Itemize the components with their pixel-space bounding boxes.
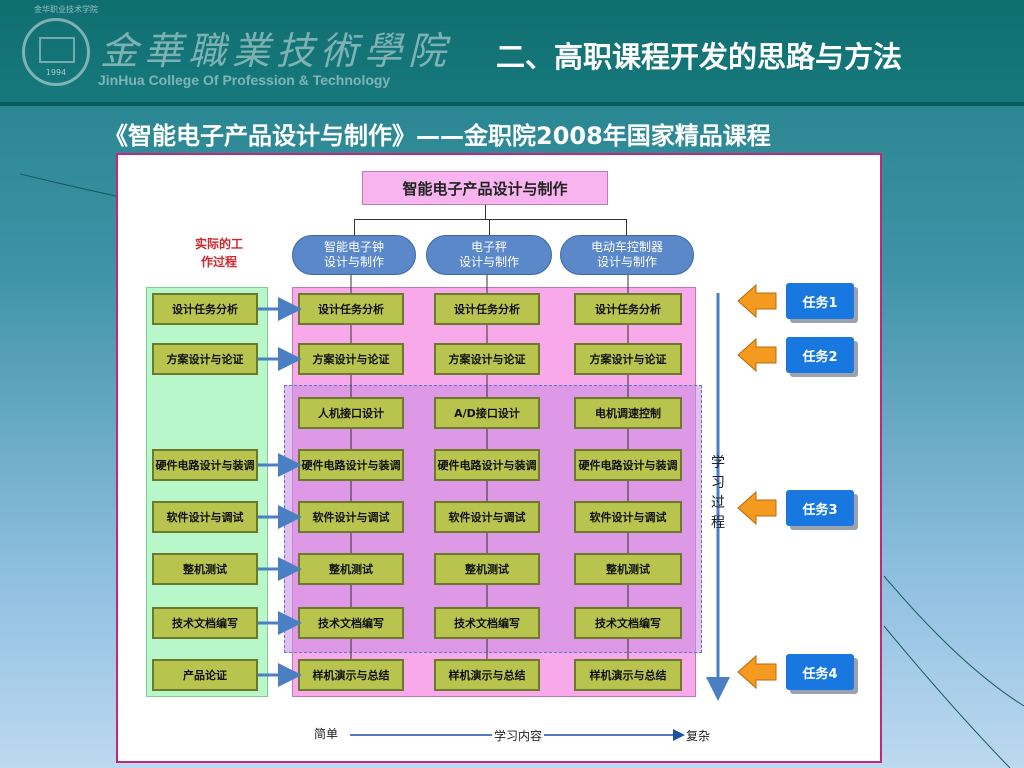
- logo-year: 1994: [45, 68, 67, 77]
- connector: [485, 205, 486, 219]
- course-step-scale-5: 软件设计与调试: [434, 501, 540, 533]
- header-bar: 1994 金华职业技术学院 金華職業技術學院 JinHua College Of…: [0, 0, 1024, 102]
- work-step-2: 方案设计与论证: [152, 343, 258, 375]
- task-arrow-4: [737, 654, 777, 690]
- diagram-title: 智能电子产品设计与制作: [362, 171, 608, 205]
- task-arrow-2: [737, 337, 777, 373]
- learning-process-label: 学 习 过 程: [711, 455, 725, 531]
- column-head-scale: 电子秤 设计与制作: [426, 235, 552, 275]
- work-step-3: 硬件电路设计与装调: [152, 449, 258, 481]
- course-step-motor-7: 技术文档编写: [574, 607, 682, 639]
- connector: [489, 219, 490, 235]
- college-logo-icon: 1994: [22, 18, 90, 86]
- course-step-scale-7: 技术文档编写: [434, 607, 540, 639]
- course-step-motor-8: 样机演示与总结: [574, 659, 682, 691]
- course-step-scale-6: 整机测试: [434, 553, 540, 585]
- course-step-scale-3: A/D接口设计: [434, 397, 540, 429]
- course-step-clock-1: 设计任务分析: [298, 293, 404, 325]
- task-badge-4: 任务4: [786, 654, 854, 690]
- background-decoration: [19, 173, 1024, 768]
- course-step-scale-8: 样机演示与总结: [434, 659, 540, 691]
- course-step-clock-2: 方案设计与论证: [298, 343, 404, 375]
- course-step-clock-7: 技术文档编写: [298, 607, 404, 639]
- course-step-clock-3: 人机接口设计: [298, 397, 404, 429]
- task-arrow-3: [737, 490, 777, 526]
- course-step-clock-6: 整机测试: [298, 553, 404, 585]
- column-head-clock: 智能电子钟 设计与制作: [292, 235, 416, 275]
- logo-english-name: JinHua College Of Profession & Technolog…: [98, 72, 391, 88]
- course-step-motor-4: 硬件电路设计与装调: [574, 449, 682, 481]
- connector: [354, 219, 626, 220]
- task-badge-1: 任务1: [786, 283, 854, 319]
- connector: [354, 219, 355, 235]
- work-step-6: 技术文档编写: [152, 607, 258, 639]
- course-step-motor-6: 整机测试: [574, 553, 682, 585]
- actual-work-process-label: 实际的工 作过程: [194, 237, 243, 269]
- work-step-4: 软件设计与调试: [152, 501, 258, 533]
- slide-subtitle: 《智能电子产品设计与制作》——金职院2008年国家精品课程: [104, 122, 771, 150]
- course-step-clock-4: 硬件电路设计与装调: [298, 449, 404, 481]
- course-step-clock-8: 样机演示与总结: [298, 659, 404, 691]
- task-arrow-1: [737, 283, 777, 319]
- logo-small-text: 金华职业技术学院: [34, 5, 98, 14]
- course-step-scale-4: 硬件电路设计与装调: [434, 449, 540, 481]
- simple-label: 简单: [314, 727, 339, 741]
- course-step-scale-2: 方案设计与论证: [434, 343, 540, 375]
- slide-title: 二、高职课程开发的思路与方法: [496, 40, 903, 74]
- work-step-5: 整机测试: [152, 553, 258, 585]
- learning-content-label: 学习内容: [492, 727, 545, 744]
- work-step-1: 设计任务分析: [152, 293, 258, 325]
- logo-building-icon: [39, 37, 75, 63]
- work-step-7: 产品论证: [152, 659, 258, 691]
- course-step-motor-5: 软件设计与调试: [574, 501, 682, 533]
- course-step-motor-2: 方案设计与论证: [574, 343, 682, 375]
- task-badge-3: 任务3: [786, 490, 854, 526]
- header-divider: [0, 102, 1024, 106]
- complex-label: 复杂: [686, 729, 711, 743]
- course-step-scale-1: 设计任务分析: [434, 293, 540, 325]
- column-head-motor-controller: 电动车控制器 设计与制作: [560, 235, 694, 275]
- course-step-motor-3: 电机调速控制: [574, 397, 682, 429]
- connector: [626, 219, 627, 235]
- course-step-motor-1: 设计任务分析: [574, 293, 682, 325]
- task-badge-2: 任务2: [786, 337, 854, 373]
- logo-chinese-name: 金華職業技術學院: [100, 29, 453, 73]
